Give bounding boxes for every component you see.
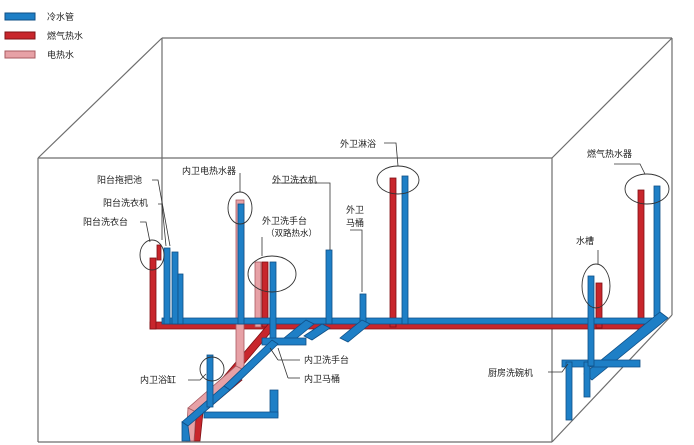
label-outer-bath-washer: 外卫洗衣机 bbox=[272, 174, 317, 186]
label-balcony-laundry-sink: 阳台洗衣台 bbox=[83, 216, 128, 228]
label-outer-bath-toilet-2: 马桶 bbox=[346, 217, 364, 229]
legend-item-cold: 冷水管 bbox=[4, 11, 74, 23]
legend-item-gas-hot: 燃气热水 bbox=[4, 30, 83, 42]
label-inner-bath-toilet: 内卫马桶 bbox=[304, 373, 340, 385]
label-kitchen-dishwasher: 厨房洗碗机 bbox=[488, 367, 533, 379]
label-sink: 水槽 bbox=[576, 235, 594, 247]
ellipse-inner-tub bbox=[199, 356, 225, 382]
ellipse-balcony bbox=[139, 239, 165, 271]
ellipse-gas-heater bbox=[624, 173, 670, 205]
label-gas-heater: 燃气热水器 bbox=[587, 148, 632, 160]
labels: 阳台拖把池 阳台洗衣机 阳台洗衣台 内卫电热水器 外卫洗衣机 外卫洗手台 （双路… bbox=[83, 138, 632, 386]
label-inner-bath-heater: 内卫电热水器 bbox=[182, 165, 236, 177]
ellipse-outer-shower bbox=[376, 165, 420, 195]
legend-label-electric-hot: 电热水 bbox=[47, 49, 74, 61]
room-outline bbox=[37, 37, 673, 443]
legend-item-electric-hot: 电热水 bbox=[4, 49, 74, 61]
label-outer-bath-shower: 外卫淋浴 bbox=[340, 138, 376, 150]
legend: 冷水管 燃气热水 电热水 bbox=[4, 11, 83, 61]
label-balcony-washer: 阳台洗衣机 bbox=[103, 197, 148, 209]
cold-pipes bbox=[161, 175, 669, 442]
label-outer-bath-basin-sub: （双路热水） bbox=[266, 228, 317, 239]
label-balcony-mop-sink: 阳台拖把池 bbox=[97, 174, 142, 186]
leader-lines bbox=[140, 142, 646, 381]
label-outer-bath-toilet-1: 外卫 bbox=[346, 204, 364, 216]
label-inner-bath-tub: 内卫浴缸 bbox=[140, 374, 176, 386]
label-outer-bath-basin: 外卫洗手台 bbox=[262, 215, 307, 227]
legend-label-cold: 冷水管 bbox=[47, 11, 74, 23]
legend-label-gas-hot: 燃气热水 bbox=[47, 30, 83, 42]
label-inner-bath-basin: 内卫洗手台 bbox=[304, 354, 349, 366]
ellipse-outer-basin bbox=[247, 255, 297, 293]
ellipse-sink bbox=[581, 263, 611, 309]
